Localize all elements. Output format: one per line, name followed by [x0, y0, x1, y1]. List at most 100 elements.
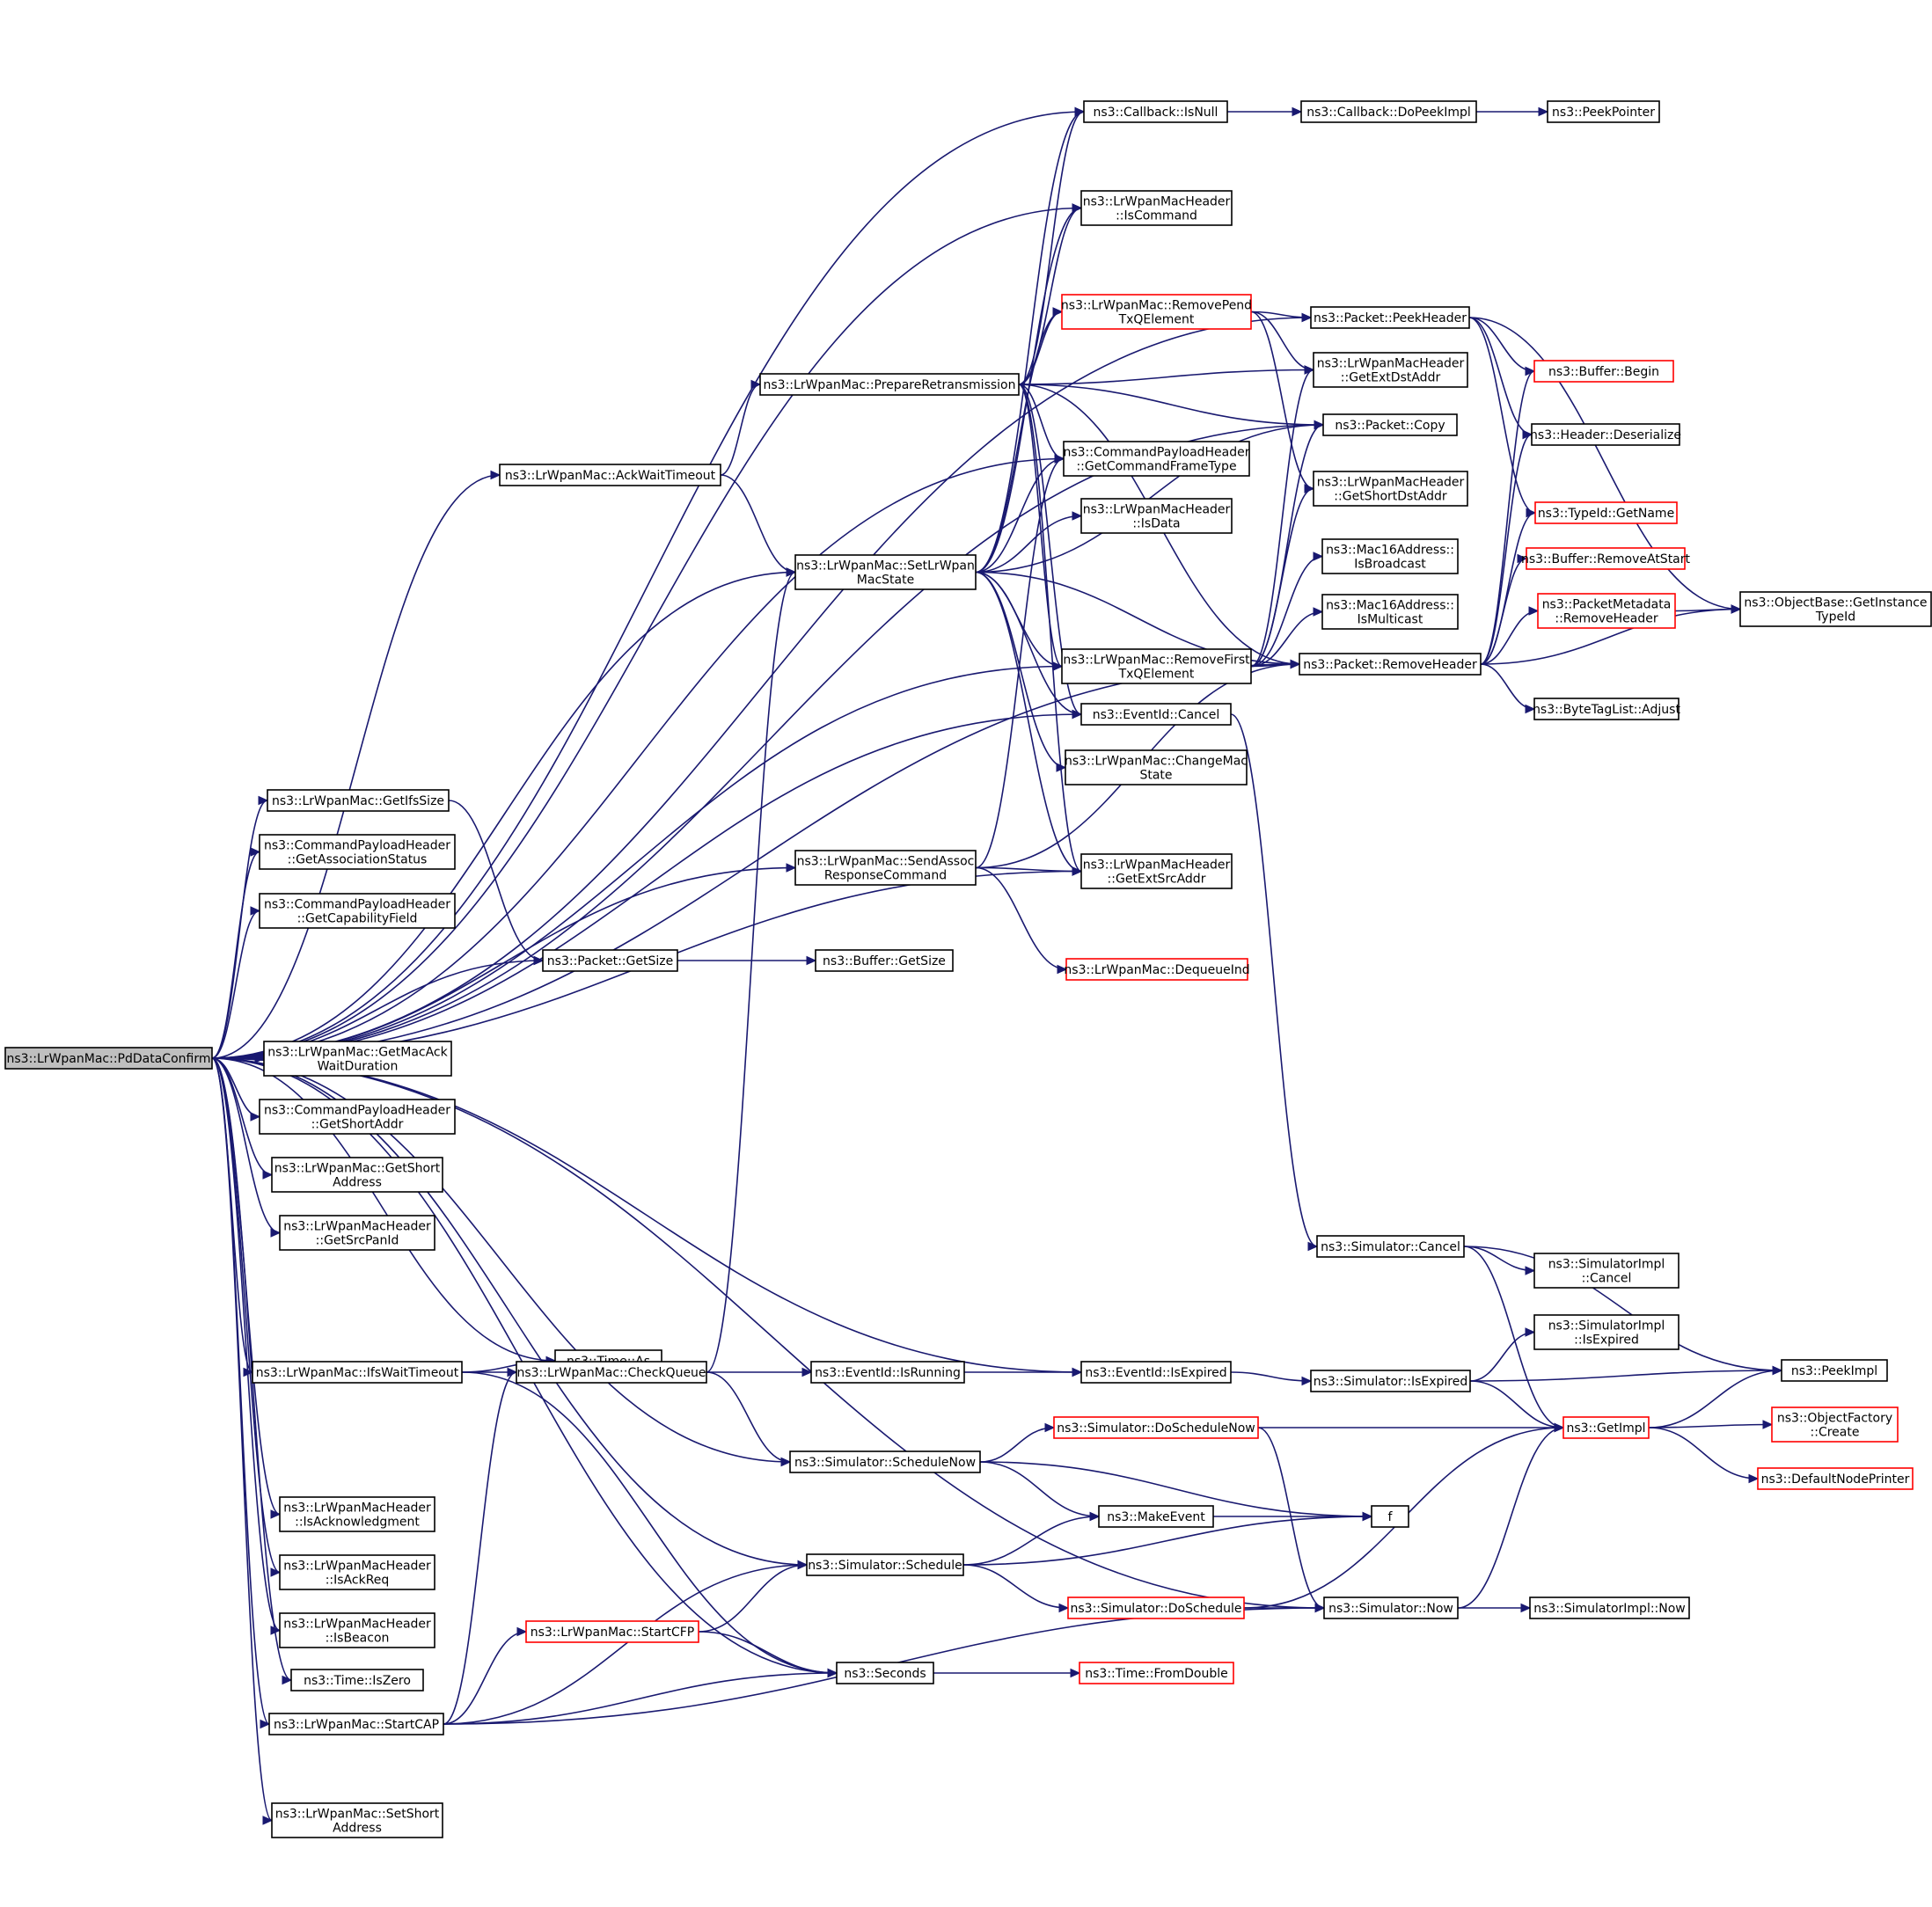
edge-doschednow-to-getimpl [1258, 1422, 1565, 1433]
node-isbcast[interactable]: ns3::Mac16Address::IsBroadcast [1321, 538, 1459, 574]
node-startcap[interactable]: ns3::LrWpanMac::StartCAP [268, 1713, 444, 1735]
node-schedule[interactable]: ns3::Simulator::Schedule [806, 1553, 964, 1576]
node-seconds[interactable]: ns3::Seconds [836, 1662, 934, 1684]
node-label: ns3::LrWpanMac::CheckQueue [516, 1366, 706, 1380]
node-box [1526, 547, 1686, 570]
node-dopeek[interactable]: ns3::Callback::DoPeekImpl [1300, 100, 1477, 123]
node-cmdshort[interactable]: ns3::CommandPayloadHeader::GetShortAddr [259, 1099, 456, 1135]
node-label: ns3::Seconds [844, 1667, 926, 1681]
node-iscommand[interactable]: ns3::LrWpanMacHeader::IsCommand [1080, 190, 1233, 226]
node-dequeue[interactable]: ns3::LrWpanMac::DequeueInd [1064, 958, 1250, 981]
node-label: ::IsAckReq [326, 1574, 390, 1588]
edge-simnow-to-implnow [1457, 1603, 1532, 1613]
node-isnull[interactable]: ns3::Callback::IsNull [1083, 100, 1228, 123]
node-shortdst[interactable]: ns3::LrWpanMacHeader::GetShortDstAddr [1313, 471, 1468, 507]
node-box [1313, 471, 1468, 507]
node-dosched[interactable]: ns3::Simulator::DoSchedule [1067, 1596, 1245, 1619]
node-assocstat[interactable]: ns3::CommandPayloadHeader::GetAssociatio… [259, 834, 456, 870]
node-label: ns3::LrWpanMac::ChangeMac [1065, 755, 1248, 769]
node-f[interactable]: f [1371, 1505, 1409, 1528]
node-label: ns3::LrWpanMacHeader [1317, 476, 1465, 490]
node-srcpan[interactable]: ns3::LrWpanMacHeader::GetSrcPanId [279, 1215, 435, 1251]
edge-prepare-to-extdst [1018, 365, 1315, 385]
node-label: State [1139, 769, 1172, 783]
node-label: ns3::LrWpanMac::GetIfsSize [272, 794, 444, 808]
node-root[interactable]: ns3::LrWpanMac::PdDataConfirm [4, 1047, 213, 1070]
node-label: ns3::SimulatorImpl::Now [1533, 1602, 1686, 1616]
node-pktcopy[interactable]: ns3::Packet::Copy [1322, 413, 1458, 436]
node-makeevent[interactable]: ns3::MakeEvent [1098, 1505, 1214, 1528]
node-isack[interactable]: ns3::LrWpanMacHeader::IsAcknowledgment [279, 1496, 435, 1532]
edge-prepare-to-pktcopy [1018, 384, 1325, 430]
node-implcancel[interactable]: ns3::SimulatorImpl::Cancel [1533, 1253, 1680, 1289]
edge-root-to-srcpan [211, 1057, 282, 1238]
edge-root-to-peekhdr [211, 312, 1313, 1059]
node-isrunning[interactable]: ns3::EventId::IsRunning [810, 1361, 965, 1384]
node-schednow[interactable]: ns3::Simulator::ScheduleNow [789, 1450, 981, 1473]
node-ackwait[interactable]: ns3::LrWpanMac::AckWaitTimeout [499, 464, 721, 486]
node-box [1313, 352, 1468, 388]
node-startcfp[interactable]: ns3::LrWpanMac::StartCFP [525, 1620, 699, 1643]
node-deser[interactable]: ns3::Header::Deserialize [1530, 423, 1681, 446]
node-pktsize[interactable]: ns3::Packet::GetSize [542, 949, 678, 972]
node-isackreq[interactable]: ns3::LrWpanMacHeader::IsAckReq [279, 1554, 435, 1590]
node-getifs[interactable]: ns3::LrWpanMac::GetIfsSize [267, 789, 450, 812]
edge-removepend-to-peekhdr [1250, 311, 1313, 323]
node-cmdframe[interactable]: ns3::CommandPayloadHeader::GetCommandFra… [1063, 441, 1250, 477]
node-objfact[interactable]: ns3::ObjectFactory::Create [1771, 1407, 1899, 1443]
node-box [1321, 594, 1459, 630]
node-box [290, 1669, 424, 1691]
node-typename[interactable]: ns3::TypeId::GetName [1534, 501, 1678, 524]
node-getimpl[interactable]: ns3::GetImpl [1562, 1416, 1650, 1439]
node-doschednow[interactable]: ns3::Simulator::DoScheduleNow [1053, 1416, 1259, 1439]
node-checkq[interactable]: ns3::LrWpanMac::CheckQueue [516, 1361, 707, 1384]
node-box [1321, 538, 1459, 574]
node-extdst[interactable]: ns3::LrWpanMacHeader::GetExtDstAddr [1313, 352, 1468, 388]
node-box [1533, 698, 1680, 720]
node-defprinter[interactable]: ns3::DefaultNodePrinter [1757, 1467, 1914, 1490]
node-removehdr[interactable]: ns3::Packet::RemoveHeader [1299, 653, 1482, 676]
node-peekhdr[interactable]: ns3::Packet::PeekHeader [1310, 306, 1470, 329]
node-label: ns3::LrWpanMacHeader [283, 1220, 431, 1234]
node-iszero[interactable]: ns3::Time::IsZero [290, 1669, 424, 1691]
node-fromdouble[interactable]: ns3::Time::FromDouble [1079, 1662, 1234, 1684]
node-implexpired[interactable]: ns3::SimulatorImpl::IsExpired [1533, 1314, 1680, 1350]
node-implnow[interactable]: ns3::SimulatorImpl::Now [1529, 1596, 1690, 1619]
node-bufremove[interactable]: ns3::Buffer::RemoveAtStart [1521, 547, 1691, 570]
node-isdata[interactable]: ns3::LrWpanMacHeader::IsData [1080, 498, 1233, 534]
node-label: ns3::Packet::RemoveHeader [1303, 658, 1477, 672]
node-box [267, 789, 450, 812]
node-extsrc[interactable]: ns3::LrWpanMacHeader::GetExtSrcAddr [1080, 853, 1233, 889]
node-isbeacon[interactable]: ns3::LrWpanMacHeader::IsBeacon [279, 1612, 435, 1648]
node-capfield[interactable]: ns3::CommandPayloadHeader::GetCapability… [259, 893, 456, 929]
node-simcancel[interactable]: ns3::Simulator::Cancel [1316, 1235, 1465, 1258]
node-bufbegin[interactable]: ns3::Buffer::Begin [1533, 360, 1674, 383]
node-label: ns3::DefaultNodePrinter [1761, 1472, 1910, 1487]
node-prepare[interactable]: ns3::LrWpanMac::PrepareRetransmission [759, 373, 1020, 396]
node-ismcast[interactable]: ns3::Mac16Address::IsMulticast [1321, 594, 1459, 630]
node-pmremove[interactable]: ns3::PacketMetadata::RemoveHeader [1537, 593, 1676, 629]
node-eventcancel[interactable]: ns3::EventId::Cancel [1080, 703, 1232, 726]
node-bufsize[interactable]: ns3::Buffer::GetSize [815, 949, 954, 972]
edge-startcfp-to-schedule [698, 1560, 809, 1633]
node-simexpired[interactable]: ns3::Simulator::IsExpired [1310, 1370, 1471, 1392]
node-isexpired[interactable]: ns3::EventId::IsExpired [1080, 1361, 1232, 1384]
node-peekimpl[interactable]: ns3::PeekImpl [1781, 1359, 1888, 1382]
node-ifswait[interactable]: ns3::LrWpanMac::IfsWaitTimeout [252, 1361, 463, 1384]
edge-removefirst-to-removehdr [1250, 659, 1301, 669]
node-box [542, 949, 678, 972]
node-simnow[interactable]: ns3::Simulator::Now [1323, 1596, 1459, 1619]
node-peekptr[interactable]: ns3::PeekPointer [1547, 100, 1660, 123]
node-label: ns3::Packet::GetSize [547, 954, 673, 968]
node-bytetag[interactable]: ns3::ByteTagList::Adjust [1533, 698, 1680, 720]
edge-simexpired-to-getimpl [1469, 1380, 1565, 1433]
